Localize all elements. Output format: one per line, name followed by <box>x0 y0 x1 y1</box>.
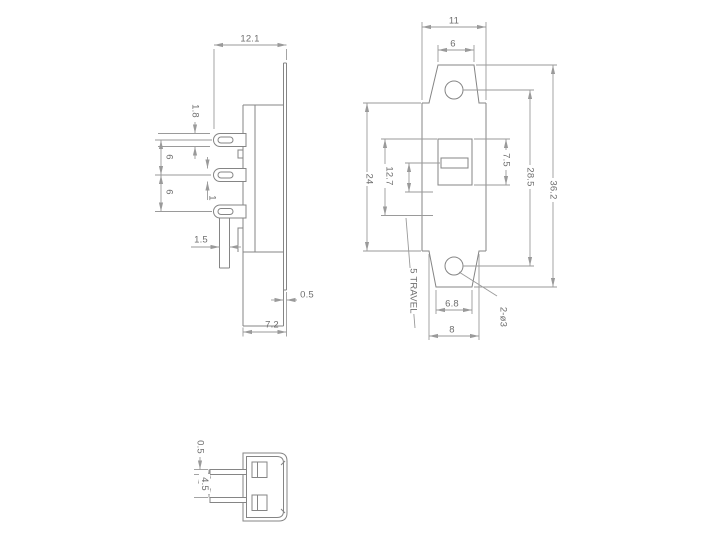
dim-tab-top-width-label: 6 <box>450 39 455 50</box>
dim-terminal-pitch-lower-label: 6 <box>164 189 175 194</box>
dim-body-height-label: 24 <box>364 174 375 185</box>
terminal-3-bend <box>219 218 230 269</box>
dim-body-depth-label: 7.2 <box>265 320 279 331</box>
dim-hole-spacing-label: 28.5 <box>525 167 536 186</box>
holes-note-label: 2-ø3 <box>498 307 509 327</box>
pin-bases <box>251 461 268 511</box>
terminal-2-hole <box>217 171 234 179</box>
dim-overall-height-label: 36.2 <box>548 180 559 199</box>
dim-slot-height-label: 7.5 <box>501 153 512 167</box>
dim-body-width-label: 11 <box>449 16 459 27</box>
dim-pin-thickness-label: 0.5 <box>195 440 206 454</box>
dim-slot-to-stop-label: 12.7 <box>384 166 395 185</box>
dim-plate-thickness-label: 0.5 <box>300 290 314 301</box>
side-view-body-outline <box>237 62 287 327</box>
dim-bottom-tab-upper-width-label: 8 <box>449 325 454 336</box>
dim-pin-spacing-label: 4.5 <box>199 477 210 491</box>
terminal-3-hole <box>217 208 234 215</box>
side-view-dimensions <box>155 42 297 337</box>
bottom-view: 0.5 4.5 <box>194 437 288 522</box>
pin-2 <box>209 497 247 503</box>
actuator-button <box>440 157 469 169</box>
dim-terminal-gauge-label: 1 <box>207 195 218 200</box>
side-view: 12.1 1.8 6 6 1 1.5 0.5 7.2 <box>155 34 314 337</box>
actuator-slot <box>437 138 473 186</box>
dim-terminal-pitch-upper-label: 6 <box>164 154 175 159</box>
dim-side-overall-width-label: 12.1 <box>240 34 259 45</box>
pin-1 <box>209 469 247 475</box>
side-view-terminals <box>213 133 247 269</box>
dim-terminal-thickness-label: 1.8 <box>190 104 201 118</box>
terminal-1-hole <box>217 136 234 144</box>
travel-note-label: 5 TRAVEL <box>408 268 419 314</box>
bottom-view-body-outline <box>242 452 288 522</box>
dim-bottom-tab-lower-width-label: 6.8 <box>445 299 459 310</box>
bottom-view-pins <box>209 461 268 511</box>
front-view: 11 6 24 12.7 5 TRAVEL 7.5 28.5 36.2 6.8 … <box>363 16 559 340</box>
mounting-hole-top <box>444 80 464 100</box>
front-view-body-outline <box>421 64 487 288</box>
dim-bend-terminal-width-label: 1.5 <box>194 235 208 246</box>
